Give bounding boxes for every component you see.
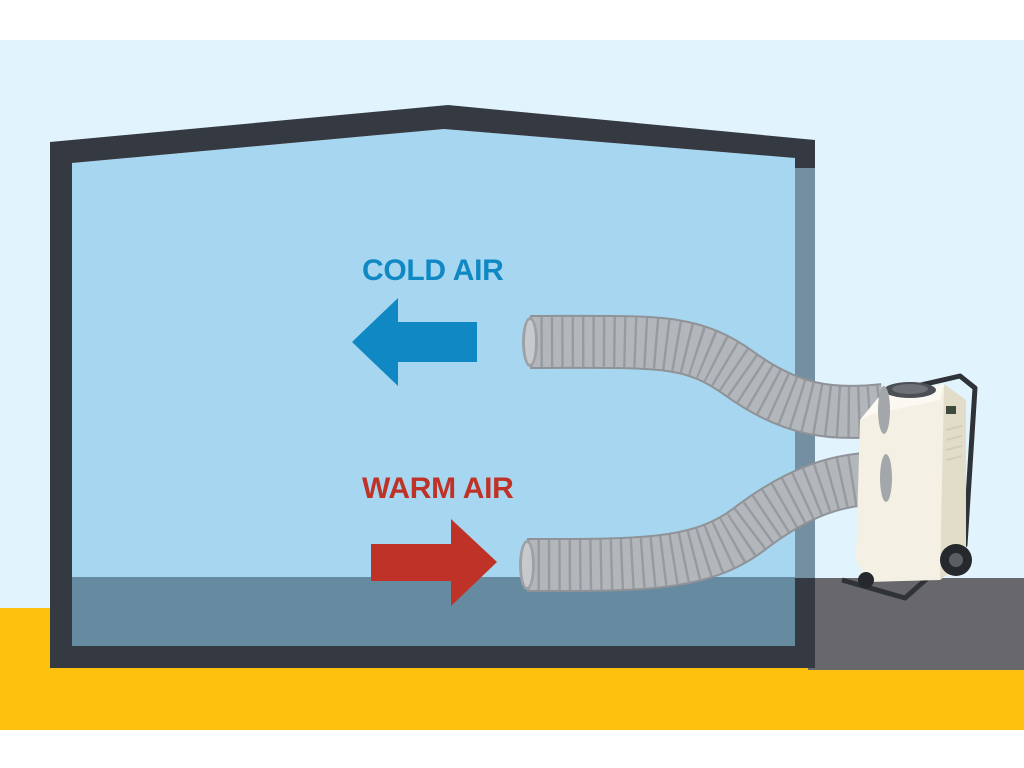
building — [50, 105, 815, 668]
portable-air-conditioner-icon — [841, 373, 978, 601]
cold-air-label: COLD AIR — [362, 254, 504, 287]
cold-air-arrow-icon — [352, 298, 477, 386]
warm-air-hose — [519, 451, 887, 593]
interior-floor — [72, 577, 795, 646]
warm-air-arrow-icon — [371, 519, 497, 606]
outdoor-pavement — [808, 578, 1024, 670]
warm-air-label: WARM AIR — [362, 472, 514, 505]
cold-air-hose — [522, 314, 887, 440]
top-white-band — [0, 0, 1024, 40]
building-interior — [72, 129, 795, 646]
bottom-white-band — [0, 730, 1024, 768]
